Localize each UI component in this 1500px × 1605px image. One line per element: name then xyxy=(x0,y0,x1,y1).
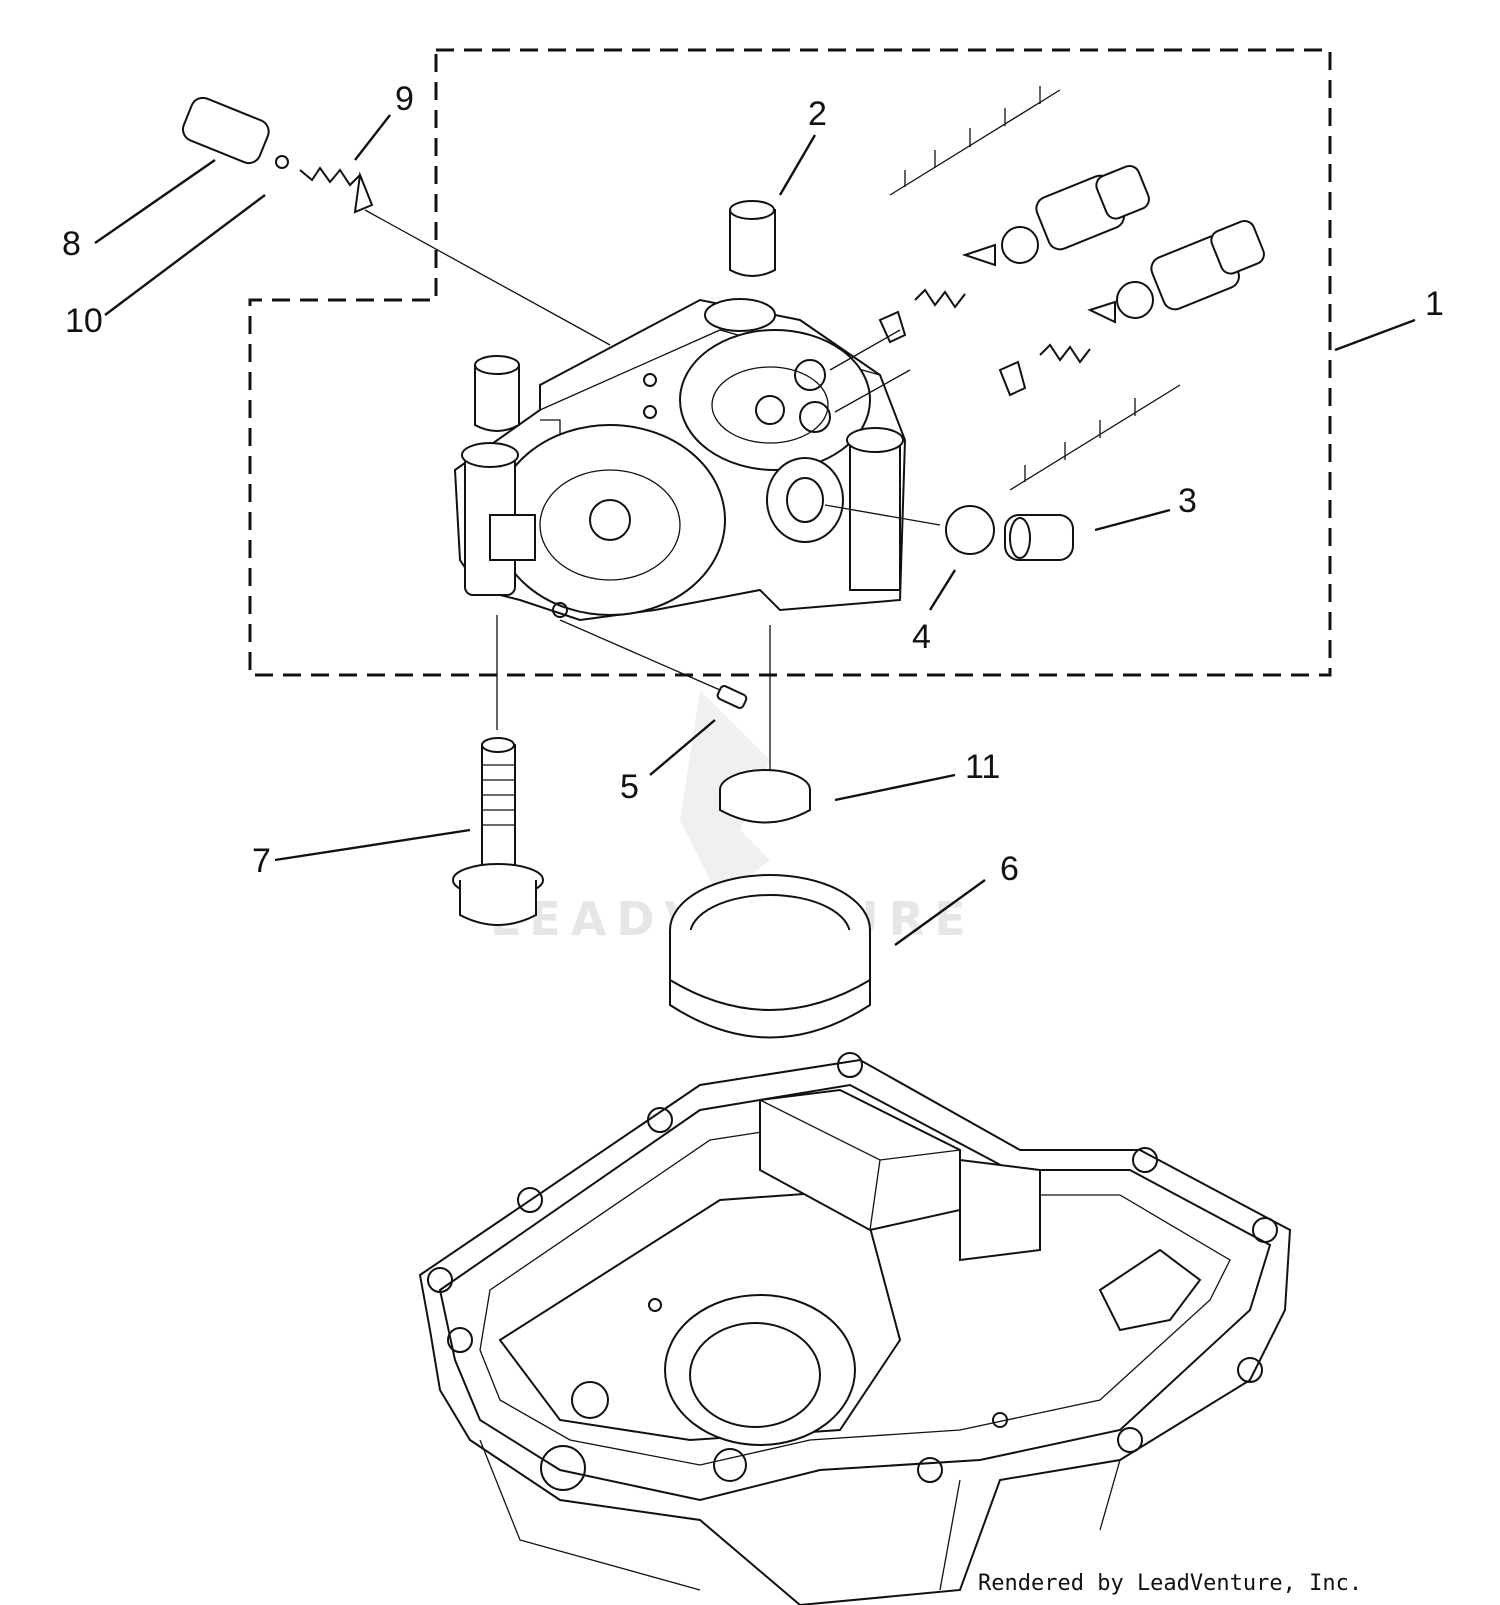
callout-8: 8 xyxy=(62,225,81,263)
leader-8 xyxy=(94,159,216,244)
callout-1: 1 xyxy=(1425,285,1444,323)
part-7-bolt xyxy=(452,615,544,926)
callout-5: 5 xyxy=(620,768,639,806)
callout-7: 7 xyxy=(252,842,271,880)
base-housing xyxy=(418,1052,1292,1605)
valve-assembly-upper xyxy=(878,86,1150,344)
part-2-sleeve xyxy=(729,200,776,277)
relief-parts-upper-left xyxy=(181,96,611,346)
part-11-cap xyxy=(719,625,811,824)
leader-6 xyxy=(894,879,986,946)
callout-3: 3 xyxy=(1178,482,1197,520)
leader-2 xyxy=(778,134,817,196)
sleeve-left xyxy=(474,355,520,432)
leader-7 xyxy=(274,828,471,862)
leader-10 xyxy=(104,194,266,316)
leader-5 xyxy=(649,719,716,776)
leader-4 xyxy=(928,569,957,611)
callout-4: 4 xyxy=(912,618,931,656)
callout-9: 9 xyxy=(395,80,414,118)
render-credit: Rendered by LeadVenture, Inc. xyxy=(978,1571,1362,1596)
pump-housing xyxy=(453,298,907,622)
part-4-ball xyxy=(945,505,995,555)
callout-2: 2 xyxy=(808,95,827,133)
leader-3 xyxy=(1094,508,1171,532)
callout-labels: 1 2 3 4 5 6 7 8 9 10 11 xyxy=(62,80,1444,888)
leader-1 xyxy=(1334,318,1416,352)
leader-9 xyxy=(354,114,391,161)
axis-line-4 xyxy=(824,504,941,526)
o-rings-valve xyxy=(794,329,911,433)
part-3-plug xyxy=(1004,514,1074,561)
callout-11: 11 xyxy=(965,748,1000,786)
callout-6: 6 xyxy=(1000,850,1019,888)
gear-disc-top xyxy=(679,329,871,471)
part-5-pin xyxy=(559,619,748,709)
valve-assembly-lower xyxy=(998,220,1265,491)
callout-10: 10 xyxy=(65,302,103,340)
leader-11 xyxy=(834,773,956,802)
leader-lines xyxy=(94,114,1416,946)
part-6-seal-ring xyxy=(669,874,871,1039)
